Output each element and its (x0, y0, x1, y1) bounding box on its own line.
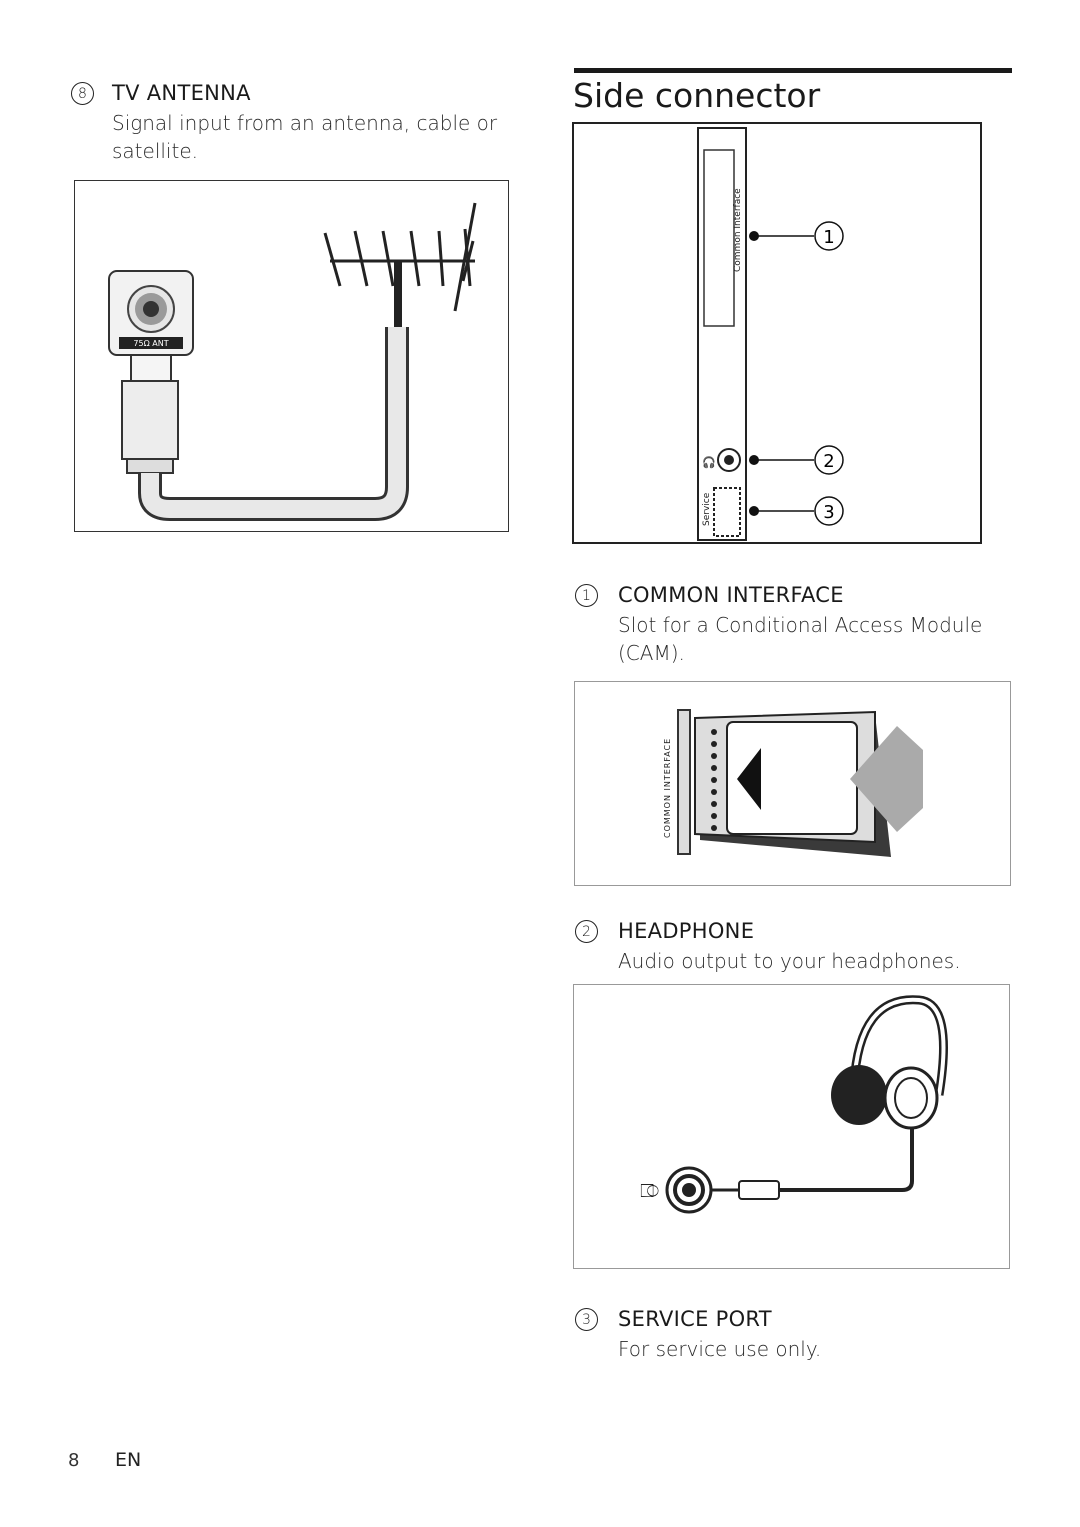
headphone-jack-symbol-icon: ⎄ (640, 1181, 659, 1202)
side-panel-illustration: Common Interface 1 🎧 2 Service 3 (697, 127, 844, 541)
callout-2: 2 (823, 451, 834, 472)
common-interface-panel-label: Common Interface (733, 188, 743, 272)
tv-antenna-desc-line1: Signal input from an antenna, cable or (112, 111, 498, 135)
headphone-figure: ⎄ (573, 984, 1010, 1269)
page-number: 8 (68, 1450, 80, 1471)
headphone-illustration: ⎄ (640, 995, 948, 1214)
callout-1: 1 (823, 227, 834, 248)
headphone-jack-icon: 🎧 (702, 448, 741, 472)
language-code: EN (115, 1449, 142, 1471)
tv-antenna-desc-line2: satellite. (112, 139, 198, 163)
tv-antenna-heading: TV ANTENNA (112, 81, 251, 105)
antenna-connection-illustration: 75Ω ANT (108, 202, 477, 521)
item-number-8: 8 (71, 82, 94, 105)
headphone-desc: Audio output to your headphones. (618, 949, 961, 973)
callout-3: 3 (823, 502, 834, 523)
cam-insertion-illustration: COMMON INTERFACE (663, 709, 923, 857)
common-interface-desc-line1: Slot for a Conditional Access Module (618, 613, 983, 637)
item-number-1: 1 (575, 584, 598, 607)
item-number-3: 3 (575, 1308, 598, 1331)
service-panel-label: Service (702, 492, 712, 526)
cam-slot-label: COMMON INTERFACE (663, 738, 672, 838)
item-number-2: 2 (575, 920, 598, 943)
svg-text:🎧: 🎧 (702, 456, 716, 469)
antenna-figure: 75Ω ANT (74, 180, 509, 532)
headphone-heading: HEADPHONE (618, 919, 755, 943)
common-interface-desc-line2: (CAM). (618, 641, 685, 665)
common-interface-heading: COMMON INTERFACE (618, 583, 844, 607)
socket-label: 75Ω ANT (133, 339, 168, 348)
antenna-icon (323, 202, 477, 327)
arrow-icon (850, 726, 923, 832)
side-connector-figure: Common Interface 1 🎧 2 Service 3 (572, 122, 982, 544)
headphone-icon (774, 995, 948, 1192)
service-port-desc: For service use only. (618, 1337, 822, 1361)
page-title: Side connector (573, 76, 821, 115)
service-port-heading: SERVICE PORT (618, 1307, 772, 1331)
title-rule (574, 68, 1012, 73)
cam-figure: COMMON INTERFACE (574, 681, 1011, 886)
